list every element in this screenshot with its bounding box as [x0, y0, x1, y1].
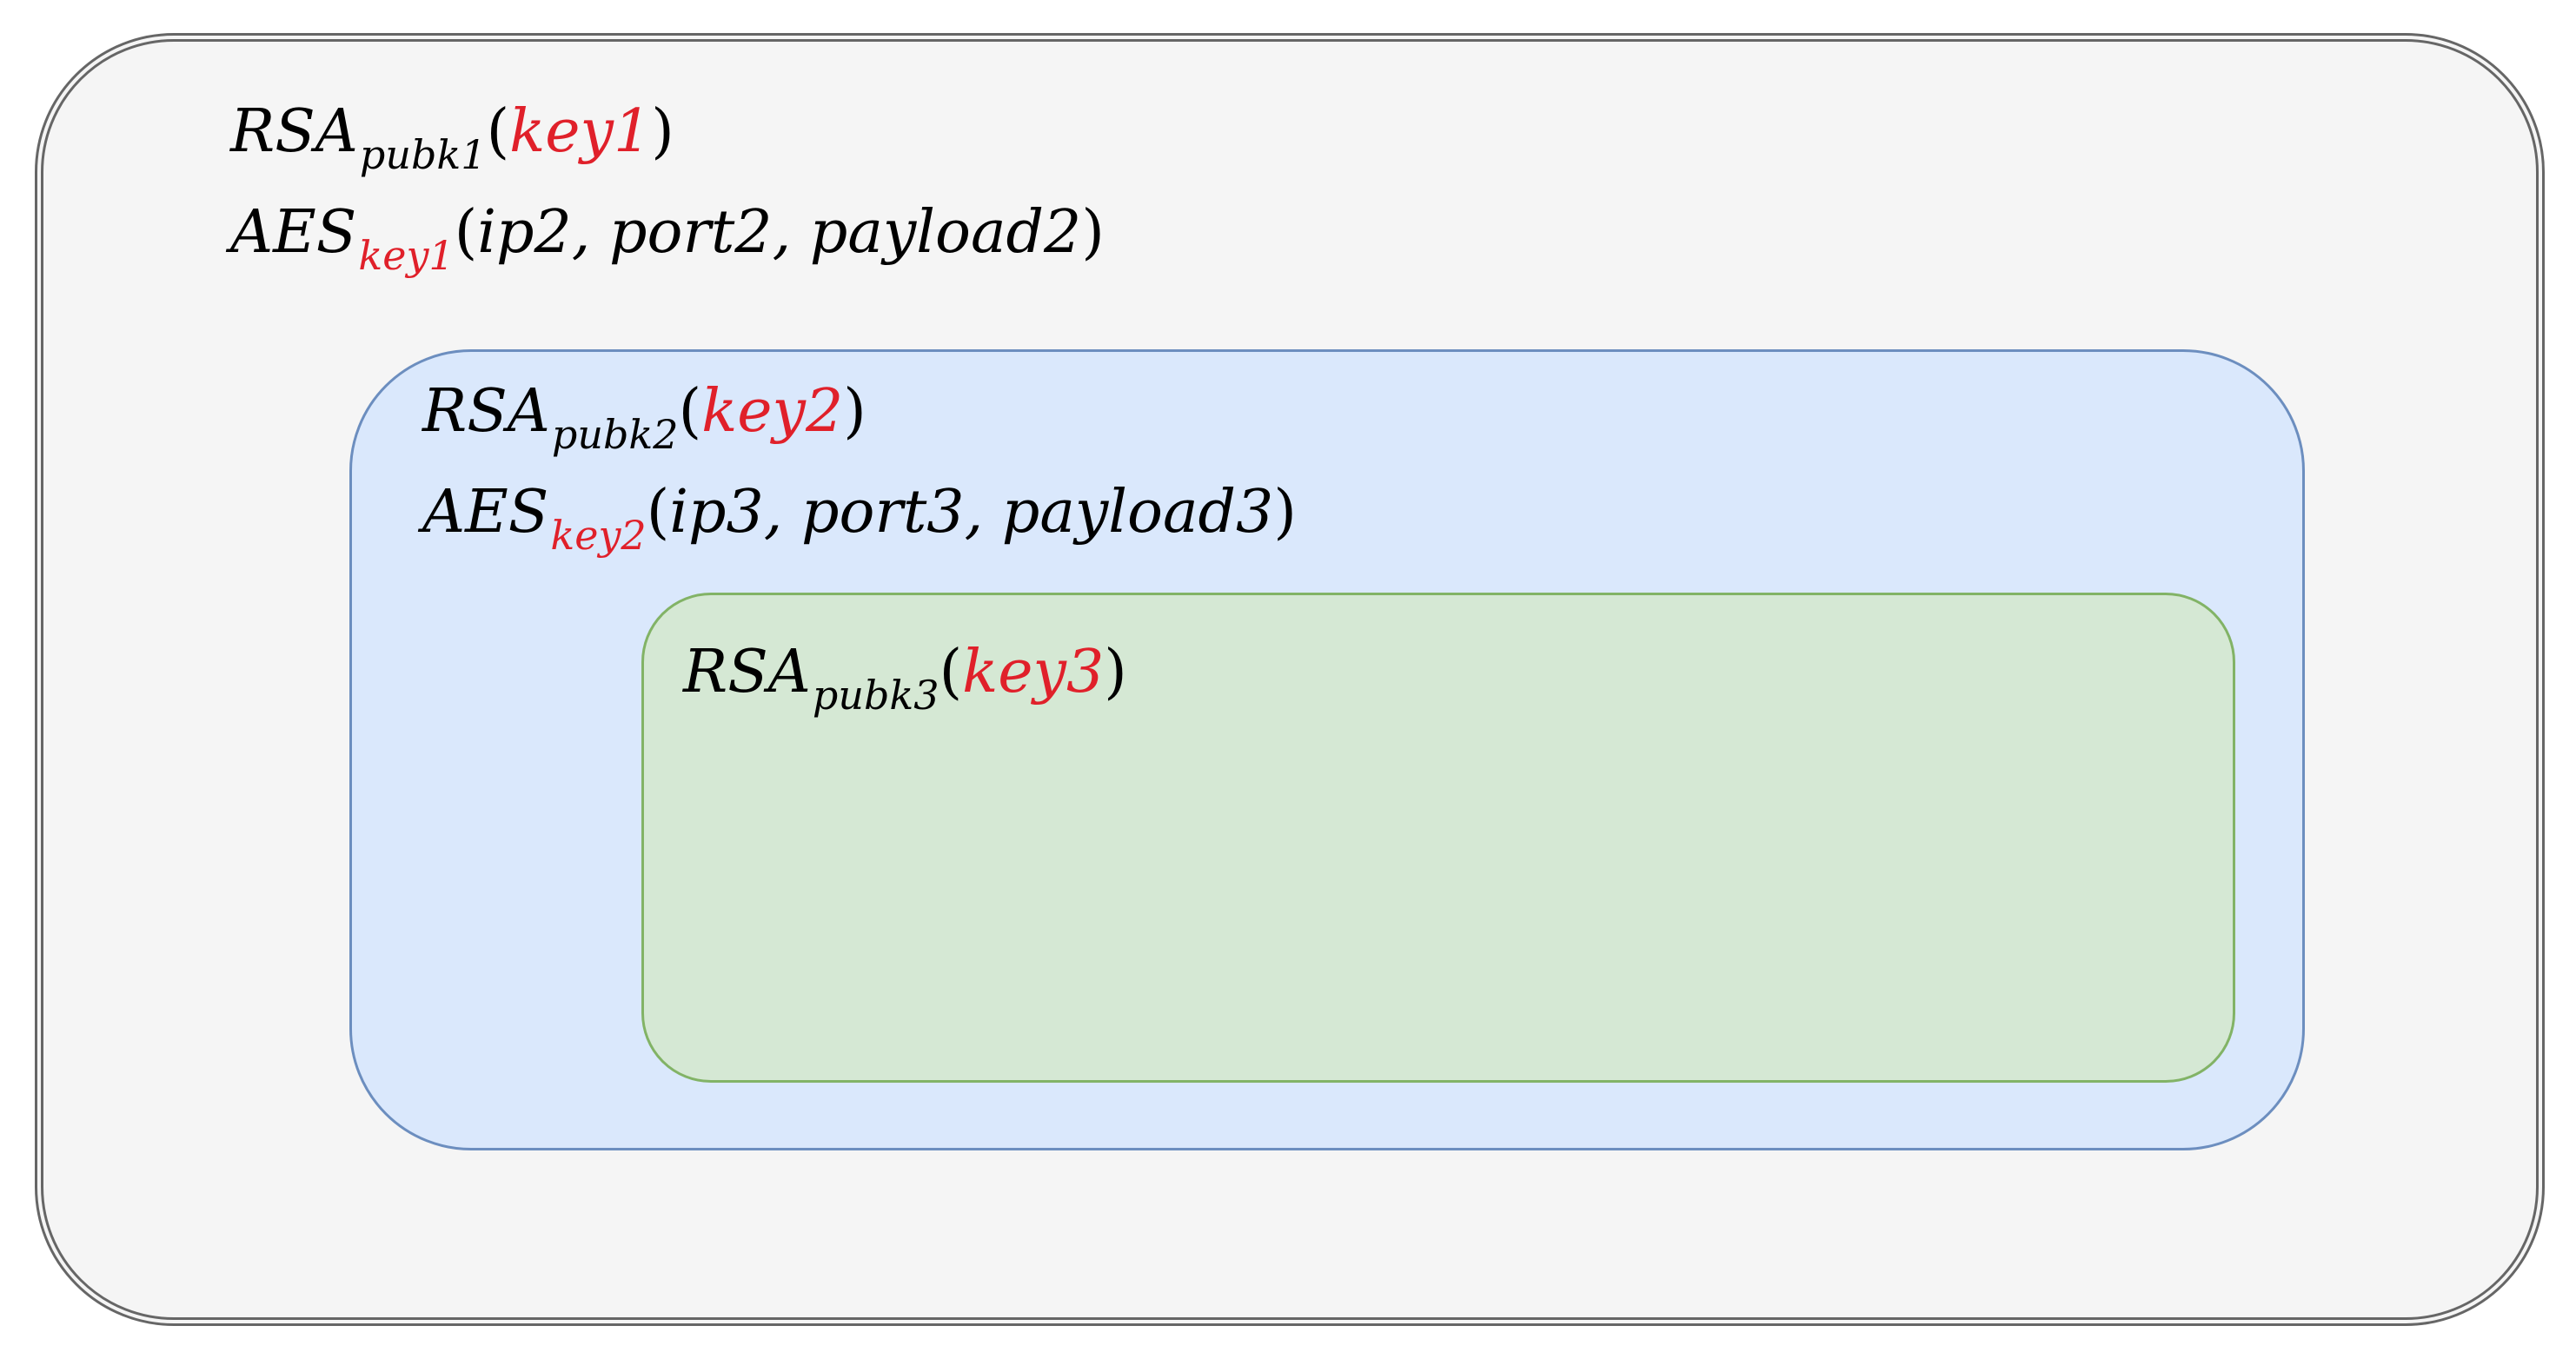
inner-rsa-arg: key3: [962, 638, 1105, 706]
middle-rsa-sub: pubk2: [551, 411, 679, 458]
inner-rsa-open: (: [939, 638, 963, 706]
outer-rsa-sub: pubk1: [359, 131, 487, 178]
outer-aes-formula: AESkey1(ip2, port2, payload2): [230, 203, 1105, 276]
middle-rsa-func: RSA: [422, 377, 550, 446]
middle-aes-formula: AESkey2(ip3, port3, payload3): [422, 483, 1297, 556]
outer-aes-open: (: [454, 198, 478, 267]
middle-rsa-open: (: [678, 377, 702, 446]
outer-rsa-open: (: [486, 97, 510, 166]
middle-aes-close: ): [1273, 478, 1297, 547]
inner-rsa-close: ): [1104, 638, 1127, 706]
inner-rsa-formula: RSApubk3(key3): [683, 643, 1127, 716]
outer-aes-sub: key1: [358, 232, 455, 279]
outer-rsa-close: ): [651, 97, 674, 166]
outer-aes-arg: ip2, port2, payload2: [477, 198, 1082, 267]
outer-aes-close: ): [1081, 198, 1105, 267]
middle-rsa-arg: key2: [701, 377, 844, 446]
middle-aes-func: AES: [422, 478, 549, 547]
outer-aes-func: AES: [230, 198, 357, 267]
inner-layer-box: [641, 593, 2235, 1083]
inner-rsa-func: RSA: [683, 638, 811, 706]
middle-aes-arg: ip3, port3, payload3: [669, 478, 1274, 547]
middle-rsa-close: ): [843, 377, 866, 446]
middle-rsa-formula: RSApubk2(key2): [422, 382, 866, 455]
outer-rsa-func: RSA: [230, 97, 358, 166]
middle-aes-sub: key2: [550, 512, 647, 559]
outer-rsa-formula: RSApubk1(key1): [230, 103, 674, 176]
outer-rsa-arg: key1: [509, 97, 652, 166]
inner-rsa-sub: pubk3: [812, 672, 939, 719]
middle-aes-open: (: [646, 478, 670, 547]
